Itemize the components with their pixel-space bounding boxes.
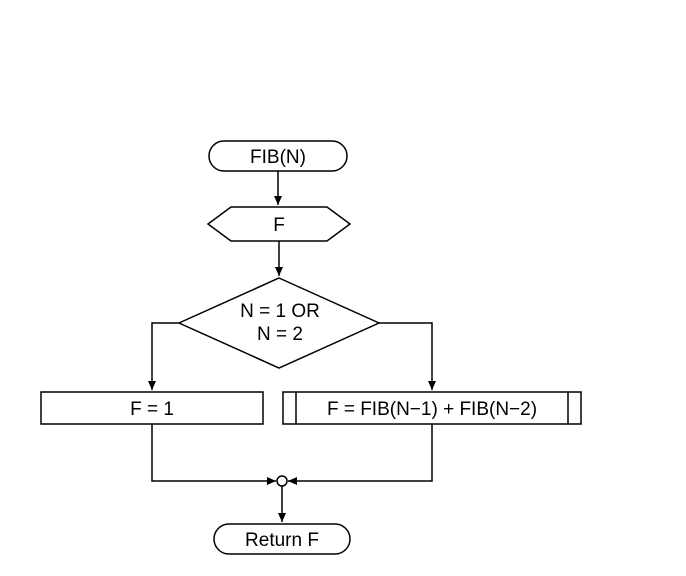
connector-base-to-merge bbox=[151, 424, 276, 485]
connector-decision-left-branch bbox=[148, 322, 179, 390]
declare-hexagon-shape bbox=[206, 206, 352, 242]
decision-label-line2: N = 2 bbox=[257, 324, 303, 345]
decision-diamond: N = 1 OR N = 2 bbox=[177, 277, 381, 369]
declare-hexagon-label: F bbox=[273, 215, 285, 236]
start-terminal-label: FIB(N) bbox=[250, 147, 306, 168]
end-terminal-label: Return F bbox=[245, 530, 319, 551]
recursive-subroutine-label: F = FIB(N−1) + FIB(N−2) bbox=[327, 399, 537, 420]
decision-diamond-shape bbox=[177, 277, 381, 369]
start-terminal: FIB(N) bbox=[208, 140, 348, 172]
recursive-subroutine-outer bbox=[282, 391, 582, 425]
end-terminal: Return F bbox=[213, 523, 351, 555]
connector-decision-right-branch bbox=[379, 322, 436, 390]
recursive-subroutine: F = FIB(N−1) + FIB(N−2) bbox=[282, 391, 582, 425]
declare-hexagon: F bbox=[206, 206, 352, 242]
decision-label-line1: N = 1 OR bbox=[240, 301, 320, 322]
base-case-process-label: F = 1 bbox=[130, 399, 174, 420]
base-case-process-shape bbox=[40, 391, 264, 425]
connector-recursive-to-merge bbox=[288, 424, 433, 485]
merge-junction bbox=[276, 475, 288, 487]
end-terminal-shape bbox=[213, 523, 351, 555]
base-case-process: F = 1 bbox=[40, 391, 264, 425]
